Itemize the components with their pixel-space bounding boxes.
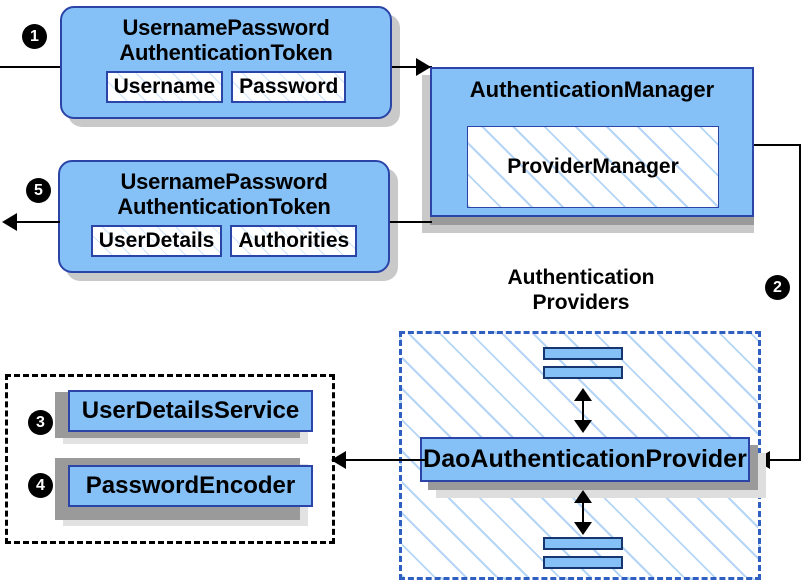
connector-providers-vertical-bottom [582, 498, 584, 524]
provider-manager-label: ProviderManager [507, 155, 679, 178]
dao-authentication-provider-label: DaoAuthenticationProvider [423, 445, 747, 473]
authentication-providers-caption: Authentication Providers [468, 265, 694, 315]
field-userdetails[interactable]: UserDetails [90, 225, 223, 257]
arrow-providers-down-top [574, 420, 592, 433]
services-container[interactable] [5, 374, 335, 544]
request-token-title: UsernamePassword AuthenticationToken [119, 15, 333, 65]
response-token-title-line2: AuthenticationToken [117, 194, 331, 219]
response-token-title-line1: UsernamePassword [120, 169, 328, 194]
provider-placeholder-bar-2 [543, 366, 623, 379]
step-badge-1: 1 [22, 24, 47, 49]
response-token-box[interactable]: UsernamePassword AuthenticationToken Use… [58, 160, 390, 273]
provider-placeholder-bar-3 [543, 537, 623, 550]
connector-step2-top [754, 144, 801, 146]
userdetailsservice-box[interactable]: UserDetailsService [68, 390, 313, 432]
connector-step2-right [799, 144, 801, 461]
connector-provider-to-services [345, 459, 425, 461]
arrow-response-out [2, 213, 17, 231]
arrow-providers-up-bottom [574, 490, 592, 503]
connector-providers-vertical-top [582, 396, 584, 422]
provider-placeholder-bar-1 [543, 347, 623, 360]
response-token-title: UsernamePassword AuthenticationToken [117, 169, 331, 219]
arrow-providers-down-bottom [574, 522, 592, 535]
field-authorities[interactable]: Authorities [230, 225, 358, 257]
connector-response-out [16, 221, 60, 223]
connector-manager-to-response-token [390, 221, 432, 223]
field-password[interactable]: Password [231, 71, 347, 103]
connector-request-in [0, 66, 80, 68]
step-badge-4: 4 [28, 473, 53, 498]
connector-step2-bottom [760, 459, 801, 461]
provider-manager-box[interactable]: ProviderManager [467, 126, 719, 208]
connector-token-to-manager [392, 66, 432, 68]
userdetailsservice-label: UserDetailsService [81, 397, 300, 424]
arrow-providers-up-top [574, 388, 592, 401]
passwordencoder-box[interactable]: PasswordEncoder [68, 465, 313, 507]
step-badge-5: 5 [26, 178, 51, 203]
response-token-fields: UserDetails Authorities [90, 225, 358, 257]
dao-authentication-provider-box[interactable]: DaoAuthenticationProvider [420, 437, 750, 482]
request-token-fields: Username Password [105, 71, 347, 103]
authentication-manager-title: AuthenticationManager [469, 77, 715, 102]
request-token-box[interactable]: UsernamePassword AuthenticationToken Use… [60, 6, 392, 119]
passwordencoder-label: PasswordEncoder [85, 472, 296, 499]
request-token-title-line2: AuthenticationToken [119, 40, 333, 65]
arrow-token-to-manager [416, 58, 431, 76]
providers-caption-line1: Authentication [507, 266, 655, 289]
step-badge-2: 2 [765, 275, 790, 300]
providers-caption-line2: Providers [532, 291, 630, 314]
field-username[interactable]: Username [105, 71, 224, 103]
step-badge-3: 3 [28, 410, 53, 435]
request-token-title-line1: UsernamePassword [122, 15, 330, 40]
provider-placeholder-bar-4 [543, 556, 623, 569]
